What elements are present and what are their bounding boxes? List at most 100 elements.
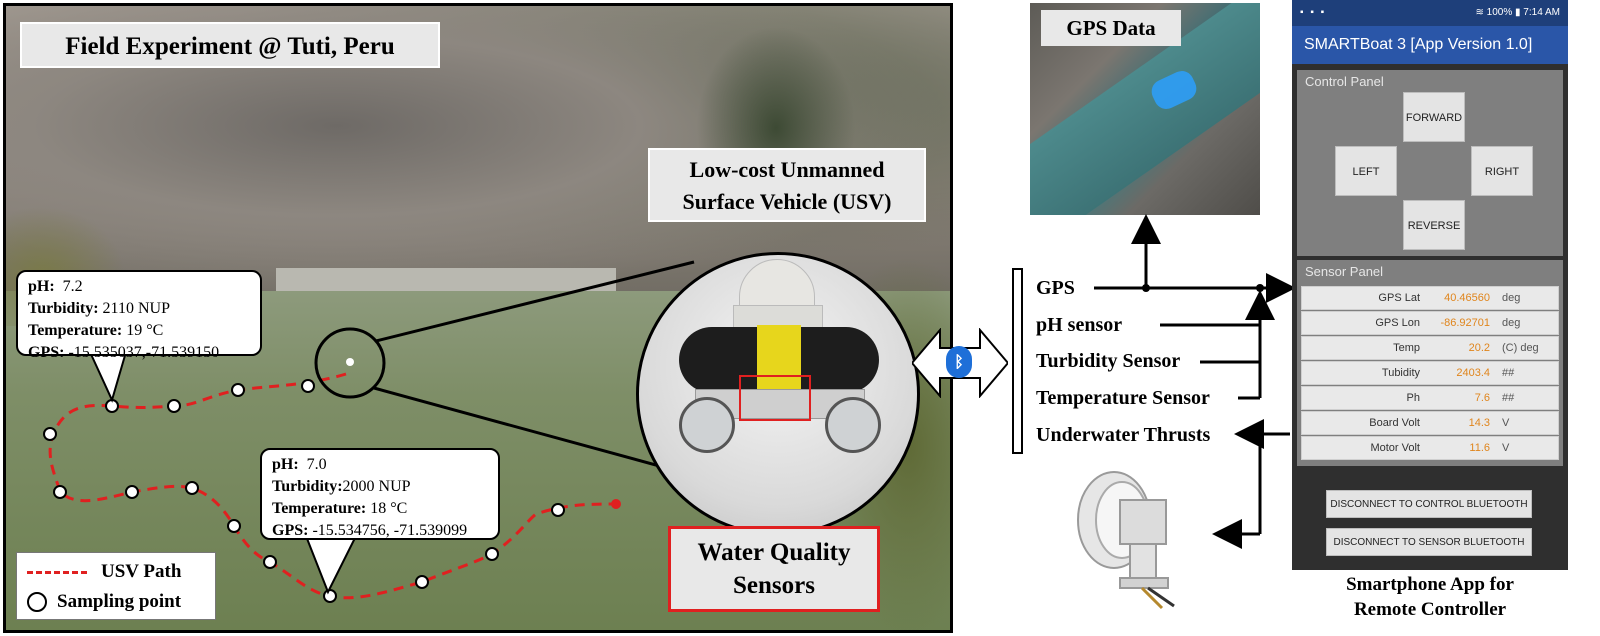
sensor-name: Tubidity xyxy=(1381,367,1420,379)
forward-button[interactable]: FORWARD xyxy=(1403,92,1465,142)
field-photo-panel: Field Experiment @ Tuti, Peru Low-cost U… xyxy=(3,3,953,633)
controller-bus-bar xyxy=(1012,268,1023,454)
gps-data-title: GPS Data xyxy=(1041,10,1181,46)
sensor-value: 14.3 xyxy=(1468,417,1490,429)
left-thruster-icon xyxy=(679,397,735,453)
junction-dot xyxy=(1256,430,1264,438)
temperature-label: Temperature: xyxy=(272,500,367,517)
circle-icon xyxy=(27,592,47,612)
sensor-unit: deg xyxy=(1502,292,1521,304)
turbidity-value: 2000 NUP xyxy=(342,478,411,495)
legend-path-label: USV Path xyxy=(101,561,182,582)
control-panel: Control Panel FORWARD LEFT RIGHT REVERSE xyxy=(1297,70,1563,256)
sensor-value: -86.92701 xyxy=(1440,317,1490,329)
legend-point-row: Sampling point xyxy=(27,587,205,617)
sensor-unit: ## xyxy=(1502,367,1515,379)
sensor-label-temperature: Temperature Sensor xyxy=(1036,387,1210,409)
junction-dot xyxy=(1142,284,1150,292)
sensor-value: 2403.4 xyxy=(1456,367,1490,379)
usv-closeup xyxy=(636,252,920,536)
sensor-unit: V xyxy=(1502,417,1510,429)
ph-label: pH: xyxy=(28,278,55,295)
sensor-name: Motor Volt xyxy=(1370,442,1420,454)
right-thruster-icon xyxy=(825,397,881,453)
water-quality-line2: Sensors xyxy=(733,572,815,599)
sensor-label-thrusters: Underwater Thrusts xyxy=(1036,424,1211,446)
left-button[interactable]: LEFT xyxy=(1335,146,1397,196)
water-quality-sensors-label: Water Quality Sensors xyxy=(668,526,880,612)
sensor-value: 7.6 xyxy=(1474,392,1490,404)
dam-structure xyxy=(276,268,616,292)
sensor-row-gps-lon: GPS Lon -86.92701 deg xyxy=(1301,311,1559,335)
legend-point-label: Sampling point xyxy=(57,591,182,612)
usv-dome xyxy=(739,259,815,309)
sensor-row-temp: Temp 20.2 (C) deg xyxy=(1301,336,1559,360)
right-button[interactable]: RIGHT xyxy=(1471,146,1533,196)
sensor-label-ph: pH sensor xyxy=(1036,314,1123,336)
notification-icons: ▪ ▪ ▪ xyxy=(1300,7,1327,18)
usv-title-line2: Surface Vehicle (USV) xyxy=(682,189,892,214)
ph-label: pH: xyxy=(272,456,299,473)
sensor-label-gps: GPS xyxy=(1036,277,1075,299)
disconnect-sensor-bluetooth-button[interactable]: DISCONNECT TO SENSOR BLUETOOTH xyxy=(1326,528,1532,556)
sensor-label-turbidity: Turbidity Sensor xyxy=(1036,350,1181,372)
path-legend: USV Path Sampling point xyxy=(16,552,216,620)
gps-value: -15.534756, -71.539099 xyxy=(312,522,468,539)
sensor-row-ph: Ph 7.6 ## xyxy=(1301,386,1559,410)
sensor-row-board-volt: Board Volt 14.3 V xyxy=(1301,411,1559,435)
turbidity-label: Turbidity: xyxy=(272,478,343,495)
usv-title-line1: Low-cost Unmanned xyxy=(689,157,885,182)
sensor-panel: Sensor Panel GPS Lat 40.46560 deg GPS Lo… xyxy=(1297,260,1563,466)
usv-yellow-band xyxy=(757,325,801,395)
legend-path-row: USV Path xyxy=(27,557,205,587)
wifi-icon: ≋ xyxy=(1475,7,1484,18)
water-quality-line1: Water Quality xyxy=(697,539,851,566)
gps-value: -15.535037,-71.539150 xyxy=(68,344,220,361)
sensor-name: GPS Lat xyxy=(1378,292,1420,304)
ph-value: 7.0 xyxy=(306,456,327,473)
status-right: ≋ 100% ▮ 7:14 AM xyxy=(1475,0,1560,26)
sensor-highlight-box xyxy=(739,375,811,421)
sensor-unit: deg xyxy=(1502,317,1521,329)
temperature-label: Temperature: xyxy=(28,322,123,339)
turbidity-label: Turbidity: xyxy=(28,300,99,317)
thruster-icon xyxy=(1077,471,1175,610)
sensor-value: 11.6 xyxy=(1469,442,1490,454)
control-panel-title: Control Panel xyxy=(1305,74,1384,89)
gps-label: GPS: xyxy=(272,522,309,539)
sensor-name: Temp xyxy=(1393,342,1420,354)
sensor-name: GPS Lon xyxy=(1375,317,1420,329)
sensor-unit: (C) deg xyxy=(1502,342,1539,354)
dashed-line-icon xyxy=(27,570,87,574)
status-time: 7:14 AM xyxy=(1523,7,1560,18)
status-bar: ▪ ▪ ▪ ≋ 100% ▮ 7:14 AM xyxy=(1292,0,1568,26)
sensor-name: Ph xyxy=(1406,392,1420,404)
app-title-bar: SMARTBoat 3 [App Version 1.0] xyxy=(1292,26,1568,64)
sensor-name: Board Volt xyxy=(1369,417,1420,429)
reverse-button[interactable]: REVERSE xyxy=(1403,200,1465,250)
phone-caption-line2: Remote Controller xyxy=(1353,599,1507,620)
bluetooth-icon: ᛒ xyxy=(946,346,972,378)
smartphone-app: ▪ ▪ ▪ ≋ 100% ▮ 7:14 AM SMARTBoat 3 [App … xyxy=(1292,0,1568,570)
gps-label: GPS: xyxy=(28,344,65,361)
temperature-value: 18 °C xyxy=(370,500,408,517)
turbidity-value: 2110 NUP xyxy=(102,300,170,317)
temperature-value: 19 °C xyxy=(126,322,164,339)
sensor-unit: V xyxy=(1502,442,1510,454)
phone-caption: Smartphone App for Remote Controller xyxy=(1300,572,1560,622)
usv-title: Low-cost Unmanned Surface Vehicle (USV) xyxy=(648,148,926,222)
ph-value: 7.2 xyxy=(62,278,83,295)
disconnect-control-bluetooth-button[interactable]: DISCONNECT TO CONTROL BLUETOOTH xyxy=(1326,490,1532,518)
battery-icon: ▮ xyxy=(1515,7,1521,18)
battery-percent: 100% xyxy=(1486,7,1513,18)
sensor-row-gps-lat: GPS Lat 40.46560 deg xyxy=(1301,286,1559,310)
junction-dot xyxy=(1256,284,1264,292)
sensor-panel-title: Sensor Panel xyxy=(1305,264,1384,279)
sensor-value: 40.46560 xyxy=(1444,292,1490,304)
sample-callout-2: pH: 7.0 Turbidity:2000 NUP Temperature: … xyxy=(260,448,500,540)
sensor-row-motor-volt: Motor Volt 11.6 V xyxy=(1301,436,1559,460)
sensor-unit: ## xyxy=(1502,392,1515,404)
phone-caption-line1: Smartphone App for xyxy=(1346,574,1514,595)
sensor-row-turbidity: Tubidity 2403.4 ## xyxy=(1301,361,1559,385)
sample-callout-1: pH: 7.2 Turbidity: 2110 NUP Temperature:… xyxy=(16,270,262,361)
